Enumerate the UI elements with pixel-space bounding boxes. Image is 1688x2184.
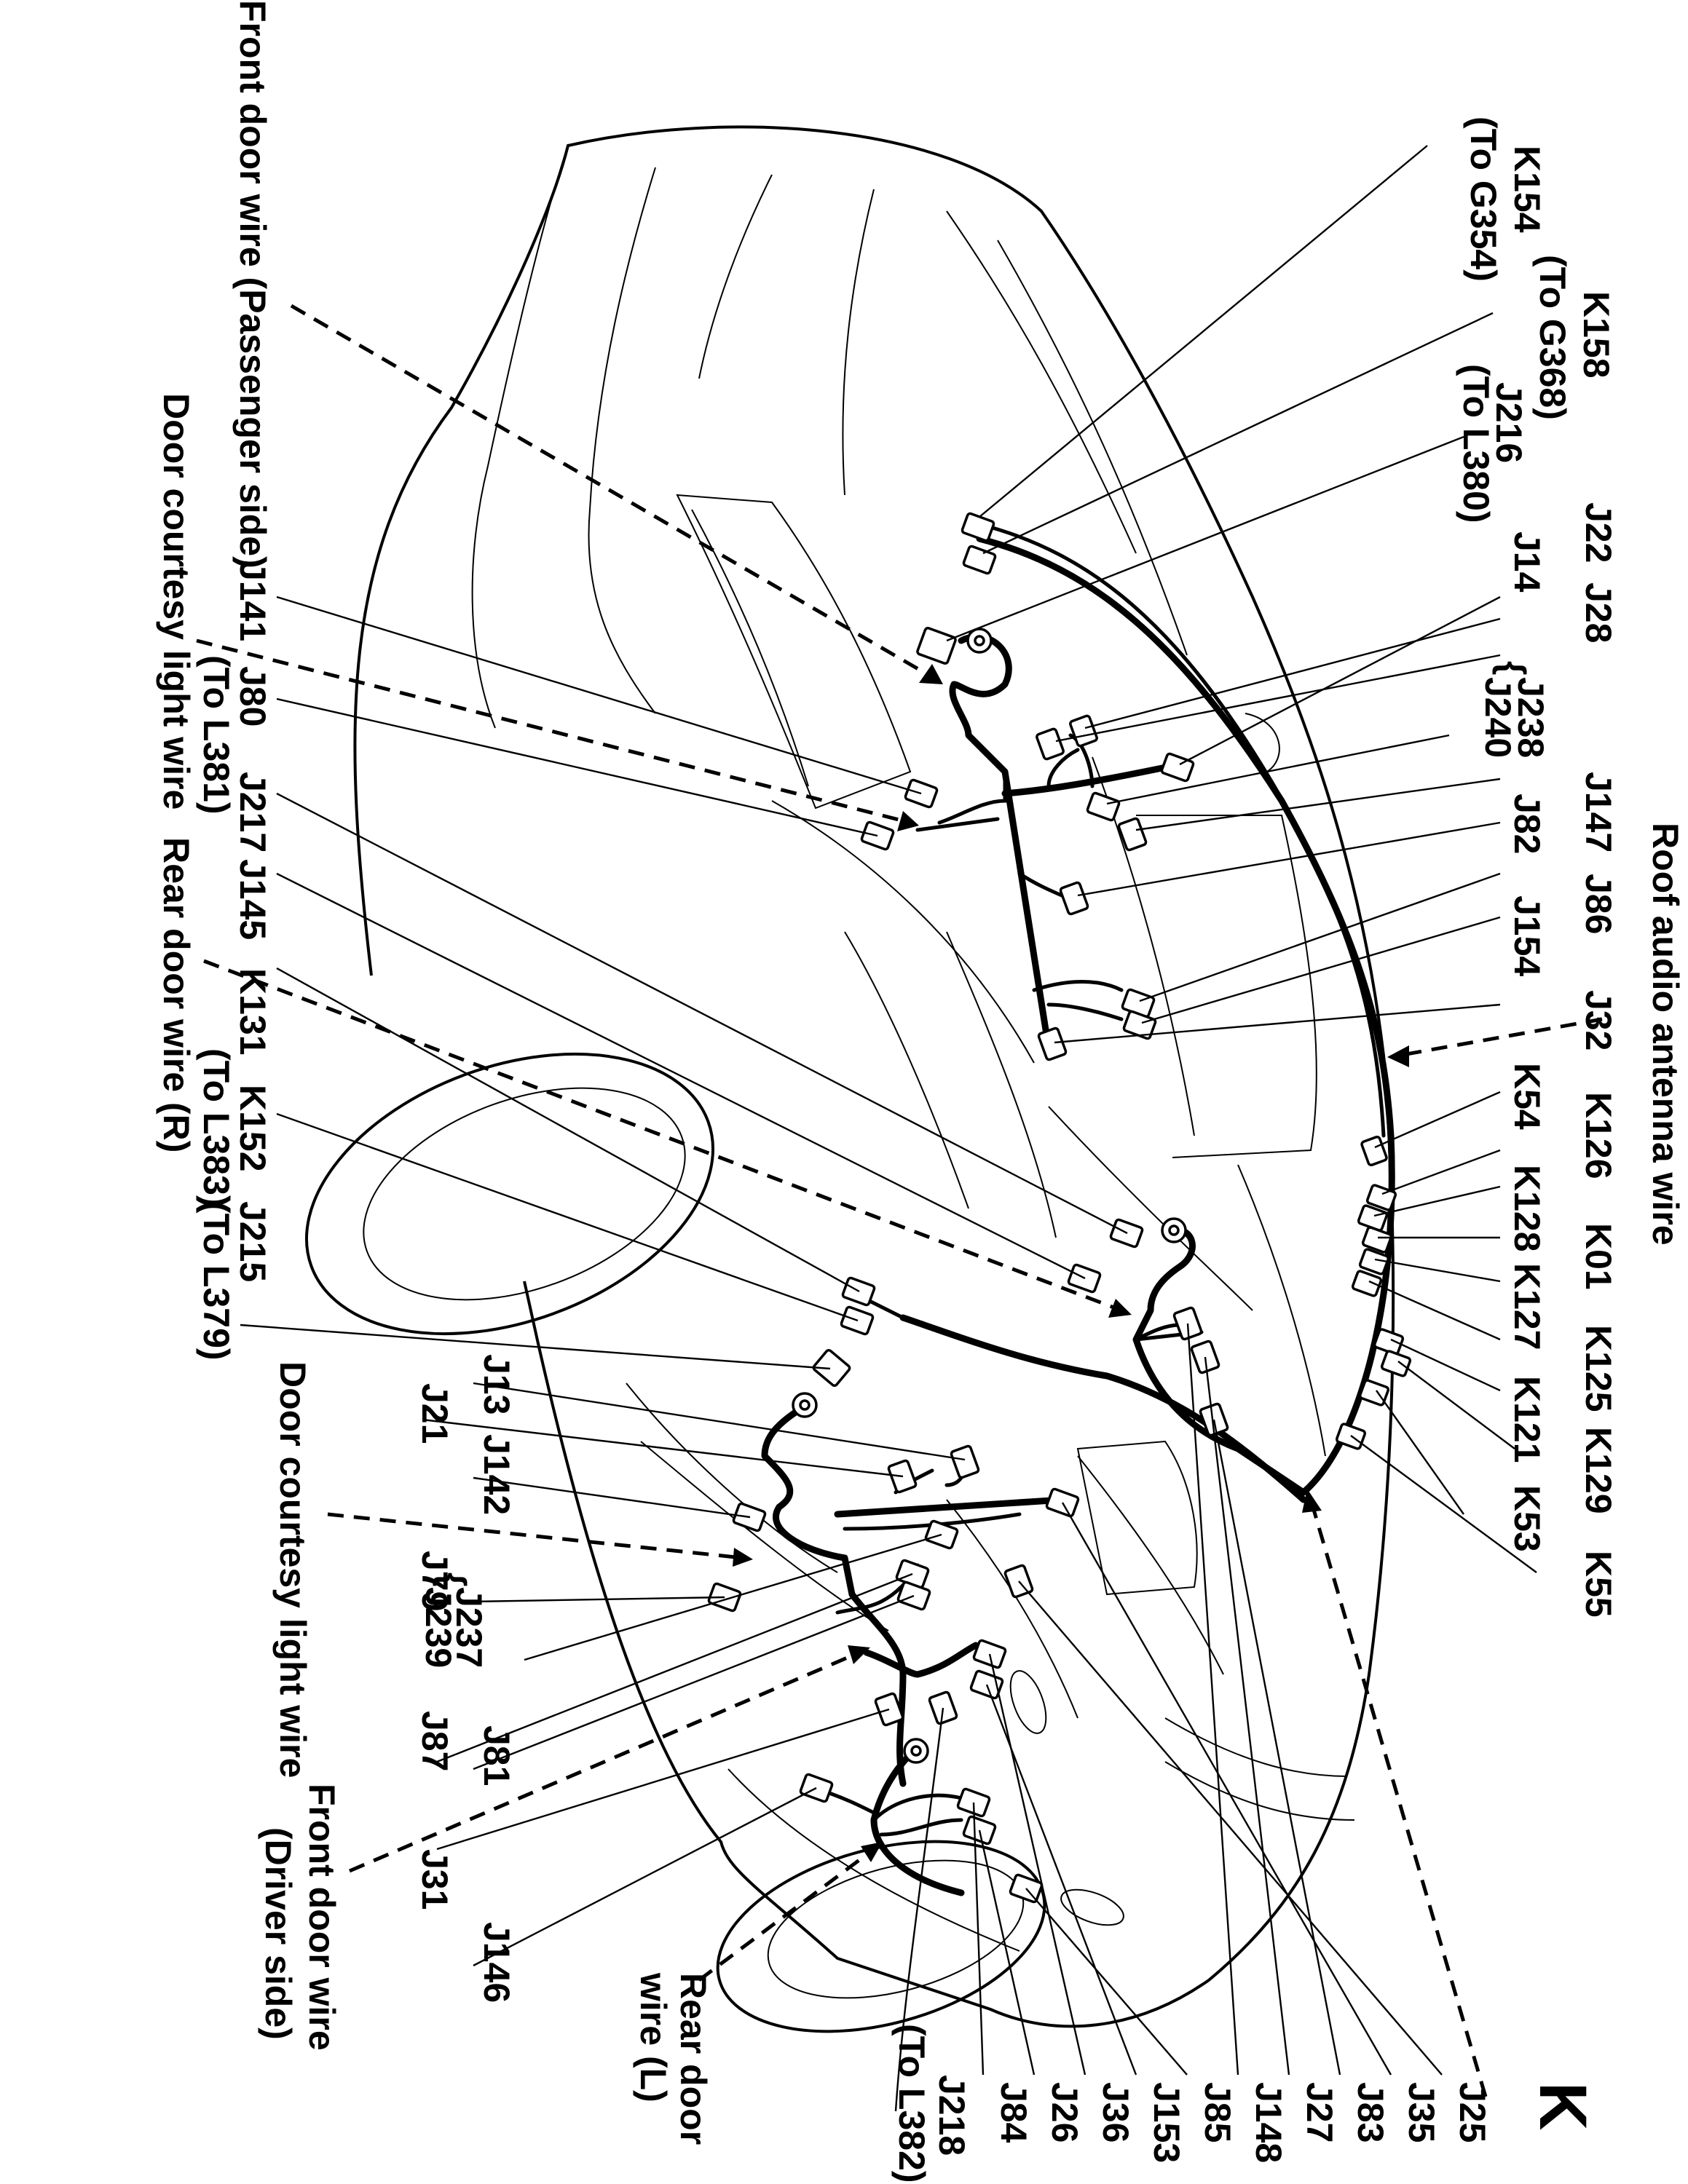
right-labels: K154 (To G354) K158 (To G368) J216 (To L…: [1456, 116, 1686, 1618]
label-rear-door-wire-l-2: wire (L): [633, 1972, 674, 2102]
label-J13: J13: [476, 1354, 517, 1415]
label-J239: J239: [418, 1587, 459, 1668]
label-J82: J82: [1507, 794, 1547, 854]
label-J14: J14: [1507, 531, 1547, 593]
connector-J238: [1086, 791, 1121, 822]
label-J218-sub: (To L382): [891, 2024, 932, 2183]
label-J216: J216: [1488, 382, 1529, 463]
connector-K127: [1358, 1248, 1390, 1275]
vehicle-body-outline: [304, 125, 1395, 2033]
label-J216-sub: (To L380): [1456, 364, 1496, 523]
connector-J32: [1037, 1026, 1068, 1061]
leader-lines: [240, 145, 1537, 2112]
connector-J22: [1069, 714, 1098, 748]
label-K152: K152: [232, 1085, 273, 1172]
label-J154: J154: [1507, 895, 1547, 976]
label-J218: J218: [931, 2075, 972, 2156]
wire-harness: [761, 522, 1395, 1896]
connector-K158: [962, 545, 997, 575]
label-J83: J83: [1350, 2082, 1391, 2143]
label-J215: J215: [232, 1201, 273, 1282]
label-J84: J84: [993, 2082, 1034, 2143]
label-K125: K125: [1578, 1325, 1619, 1412]
label-K55: K55: [1578, 1551, 1619, 1618]
label-roof-audio-antenna-wire: Roof audio antenna wire: [1645, 823, 1686, 1246]
connector-J28: [1160, 752, 1195, 783]
label-J35: J35: [1401, 2082, 1442, 2143]
label-K53: K53: [1507, 1485, 1547, 1552]
label-K121: K121: [1507, 1376, 1547, 1463]
label-rear-door-wire-l-1: Rear door: [673, 1973, 714, 2145]
label-front-door-wire-driver-2: (Driver side): [258, 1827, 299, 2040]
left-labels: Front door wire (Passenger side) Door co…: [156, 0, 714, 2145]
label-J141: J141: [232, 561, 273, 641]
label-J31: J31: [414, 1849, 455, 1910]
label-K154-sub: (To G354): [1463, 116, 1504, 282]
label-K131-sub: (To L383): [196, 1048, 237, 1208]
label-J238: J238: [1510, 677, 1551, 758]
brace-J237-J239: {: [433, 1572, 473, 1586]
connector-K129: [1380, 1350, 1412, 1377]
label-K126: K126: [1578, 1092, 1619, 1179]
connector-K154: [961, 512, 995, 542]
label-J148: J148: [1248, 2082, 1289, 2163]
section-letter-K: K: [1526, 2082, 1600, 2130]
connectors: [707, 512, 1412, 1904]
connector-J13: [950, 1444, 980, 1479]
connector-J147: [1117, 817, 1148, 852]
connector-K125: [1351, 1270, 1383, 1297]
label-J86: J86: [1578, 874, 1619, 934]
label-J147: J147: [1578, 772, 1619, 852]
label-front-door-wire-driver-1: Front door wire: [301, 1784, 342, 2051]
label-J237: J237: [449, 1587, 489, 1668]
label-K127: K127: [1507, 1263, 1547, 1350]
label-K154: K154: [1507, 146, 1547, 233]
label-J142: J142: [476, 1434, 517, 1515]
label-J79: J79: [414, 1551, 455, 1611]
label-K158-sub: (To G368): [1532, 255, 1573, 420]
connector-J14: [1036, 727, 1065, 761]
label-J21: J21: [414, 1383, 455, 1444]
connector-J215: [812, 1349, 851, 1387]
label-K129: K129: [1578, 1427, 1619, 1514]
label-J153: J153: [1146, 2082, 1187, 2163]
connector-K01: [1361, 1226, 1393, 1254]
label-J81: J81: [476, 1725, 517, 1786]
connector-J82: [1059, 881, 1089, 916]
label-J32: J32: [1578, 990, 1619, 1051]
connector-J216: [916, 626, 957, 665]
label-K01: K01: [1578, 1223, 1619, 1290]
label-K152-sub: (To L379): [196, 1201, 237, 1361]
label-J85: J85: [1197, 2082, 1238, 2143]
label-door-courtesy-light-wire-top: Door courtesy light wire: [156, 393, 197, 810]
label-J36: J36: [1095, 2082, 1136, 2143]
label-J25: J25: [1452, 2082, 1493, 2143]
label-J145: J145: [232, 859, 273, 940]
label-J27: J27: [1299, 2082, 1340, 2143]
label-K54: K54: [1507, 1063, 1547, 1130]
label-J240: J240: [1478, 677, 1518, 758]
label-K131: K131: [232, 968, 273, 1056]
label-J80-sub: (To L381): [196, 655, 237, 815]
label-door-courtesy-light-wire-bottom: Door courtesy light wire: [272, 1361, 313, 1778]
label-K158: K158: [1576, 291, 1617, 379]
connector-K54: [1360, 1135, 1388, 1167]
label-J80: J80: [232, 666, 273, 727]
label-J26: J26: [1044, 2082, 1085, 2143]
dashed-pointers: [196, 304, 1603, 2097]
label-J146: J146: [476, 1922, 517, 2003]
label-J217: J217: [232, 772, 273, 852]
label-J28: J28: [1578, 582, 1619, 643]
brace-J238-J240: {: [1492, 661, 1533, 675]
label-J87: J87: [414, 1711, 455, 1771]
label-J22: J22: [1578, 502, 1619, 563]
label-front-door-wire-passenger: Front door wire (Passenger side): [232, 0, 273, 569]
label-rear-door-wire-r: Rear door wire (R): [156, 837, 197, 1152]
bottom-labels: J218 (To L382) J84 J26 J36 J153 J85 J148…: [891, 2024, 1600, 2183]
label-K128: K128: [1507, 1165, 1547, 1252]
connector-J154: [1122, 1010, 1157, 1040]
connector-K121: [1373, 1328, 1405, 1356]
